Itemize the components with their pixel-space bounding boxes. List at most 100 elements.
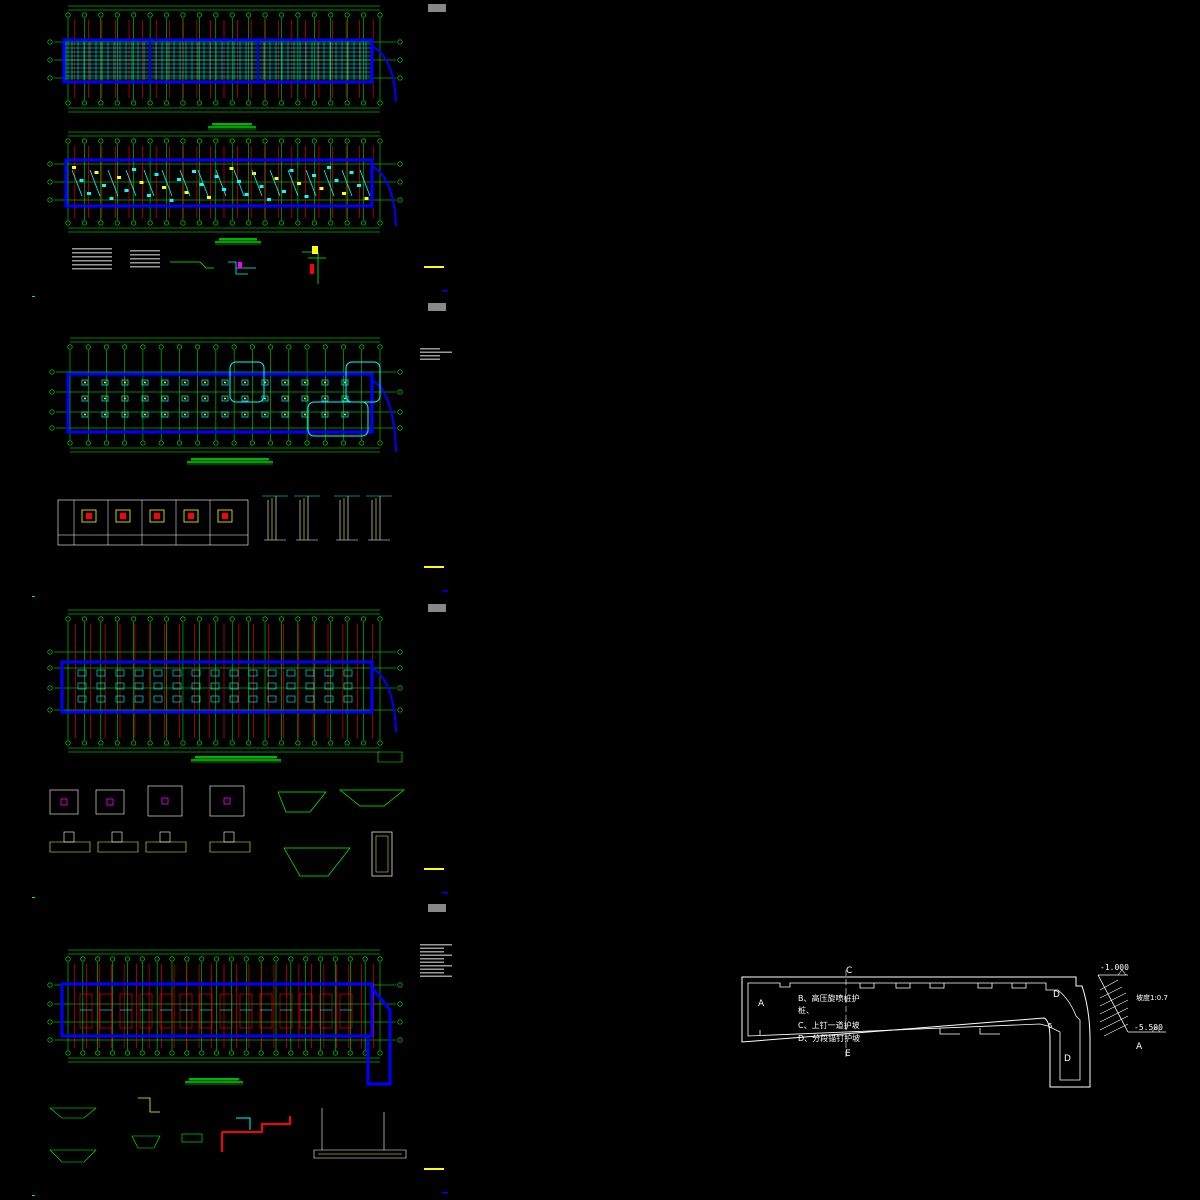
axis-bubble (278, 12, 284, 18)
foundation-mark (364, 197, 369, 200)
axis-bubble (397, 57, 403, 63)
axis-bubble (249, 440, 255, 446)
note-line (130, 258, 160, 260)
axis-bubble (328, 616, 334, 622)
beam-line (269, 169, 281, 197)
axis-bubble (344, 12, 350, 18)
axis-bubble (278, 220, 284, 226)
pad-plan (49, 789, 79, 815)
detail-section (170, 261, 214, 269)
axis-bubble (295, 220, 301, 226)
axis-bubble (131, 220, 137, 226)
pile-mark (124, 381, 126, 384)
pad-section (145, 841, 187, 853)
axis-bubble (196, 740, 202, 746)
detail-section-fill (310, 264, 314, 274)
axis-bubble (164, 740, 170, 746)
foundation-mark (252, 172, 256, 175)
axis-bubble (122, 344, 128, 350)
note-line (420, 954, 452, 956)
note-line (130, 266, 160, 268)
foundation-mark (342, 192, 346, 195)
foundation-mark (162, 186, 166, 189)
foundation-pad (77, 669, 87, 677)
pile-mark (204, 413, 206, 416)
axis-bubble (184, 956, 190, 962)
pile-mark (124, 413, 126, 416)
foundation-mark (244, 193, 249, 196)
foundation-pad (305, 682, 315, 690)
slab-bay (239, 993, 253, 1029)
axis-bubble (377, 616, 383, 622)
pile-cap (161, 411, 169, 418)
pile-mark (144, 381, 146, 384)
axis-bubble (229, 100, 235, 106)
pile-cap (201, 411, 209, 418)
axis-bubble (67, 440, 73, 446)
pile-cap (261, 395, 269, 402)
axis-bubble (347, 956, 353, 962)
pile-mark (344, 397, 346, 400)
sheet-number-mark (424, 868, 444, 870)
axis-bubble (295, 740, 301, 746)
foundation-pad (115, 695, 125, 703)
axis-bubble (195, 344, 201, 350)
pile-cap (221, 395, 229, 402)
axis-bubble (196, 100, 202, 106)
axis-bubble (180, 138, 186, 144)
axis-bubble (228, 956, 234, 962)
pile-cap (261, 379, 269, 386)
pile-cap (281, 411, 289, 418)
axis-bubble (140, 344, 146, 350)
axis-bubble (246, 138, 252, 144)
pad-section (49, 841, 91, 853)
pad-section-column (111, 831, 123, 843)
elevation-bottom-marker (1151, 1026, 1161, 1033)
pile-mark (244, 397, 246, 400)
foundation-pad (267, 682, 277, 690)
axis-bubble (278, 616, 284, 622)
axis-bubble (195, 440, 201, 446)
pile-mark (84, 413, 86, 416)
axis-bubble (397, 389, 403, 395)
sheet-number-mark (424, 566, 444, 568)
slab-bay (279, 993, 293, 1029)
axis-bubble (103, 344, 109, 350)
pile-mark (184, 381, 186, 384)
axis-bubble (214, 956, 220, 962)
foundation-pad (96, 669, 106, 677)
pile-cap (241, 411, 249, 418)
axis-bubble (81, 138, 87, 144)
axis-bubble (397, 179, 403, 185)
pile-cap (161, 395, 169, 402)
sheet-title-tab (428, 4, 446, 12)
beam-line (215, 169, 227, 197)
pile-cap (121, 395, 129, 402)
axis-bubble (180, 12, 186, 18)
slab-bay (259, 993, 273, 1029)
slope-ratio-label: 坡度1:0.7 (1136, 993, 1168, 1002)
foundation-pad (229, 682, 239, 690)
foundation-mark (177, 178, 181, 181)
pile-mark (324, 381, 326, 384)
structure-curve (371, 165, 397, 227)
axis-bubble (98, 740, 104, 746)
pile-cap (141, 395, 149, 402)
axis-bubble (377, 12, 383, 18)
axis-bubble (184, 1050, 190, 1056)
pile-cap (241, 379, 249, 386)
plan-sheet-2 (32, 303, 452, 597)
foundation-mark (304, 195, 309, 198)
foundation-mark (109, 197, 114, 200)
axis-bubble (332, 956, 338, 962)
axis-bubble (47, 707, 53, 713)
axis-bubble (288, 1050, 294, 1056)
axis-bubble (397, 161, 403, 167)
elevation-top-marker (1117, 969, 1127, 976)
key-plan-note-2: 桩、 (798, 1005, 814, 1015)
drawing-title-text-block (195, 756, 277, 759)
slope-section-label-a: A (1136, 1042, 1143, 1052)
axis-bubble (229, 138, 235, 144)
beam-line (71, 169, 83, 197)
axis-bubble (278, 740, 284, 746)
